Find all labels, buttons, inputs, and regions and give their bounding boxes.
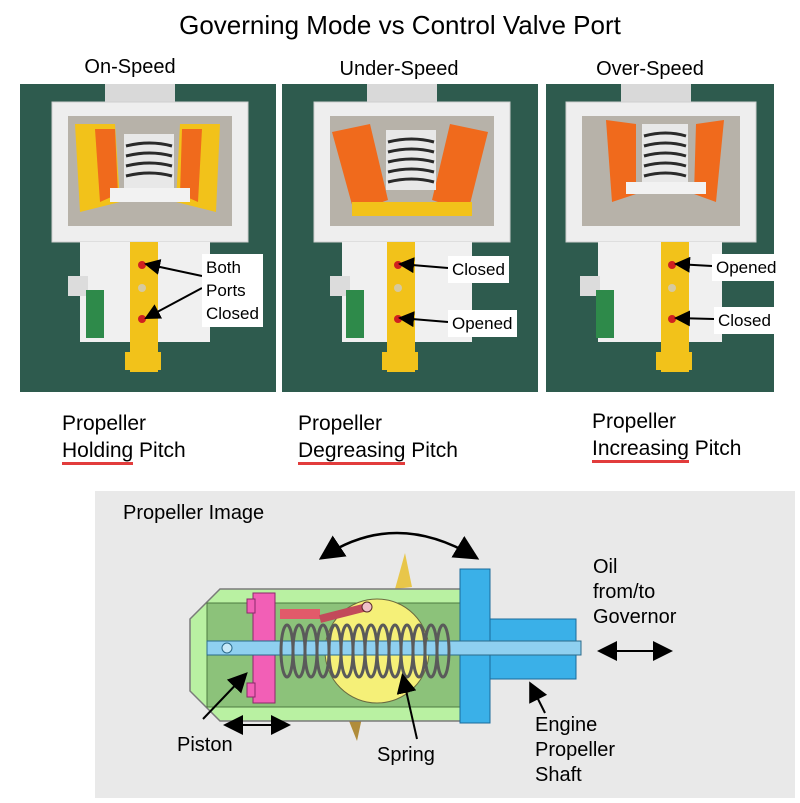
callout-over-speed-closed: Closed (714, 307, 775, 334)
caption-suffix: Pitch (405, 439, 458, 462)
mode-label-under-speed: Under-Speed (339, 58, 459, 80)
caption-keyword: Increasing (592, 437, 689, 463)
callout-both-ports-closed: Both Ports Closed (202, 254, 263, 327)
caption-suffix: Pitch (133, 439, 186, 462)
mode-label-over-speed: Over-Speed (596, 58, 704, 80)
diagram-title: Propeller Image (123, 502, 265, 524)
caption-line1: Propeller (62, 412, 147, 435)
page-title: Governing Mode vs Control Valve Port (179, 10, 621, 40)
callout-over-speed-opened: Opened (712, 254, 781, 281)
caption-keyword: Degreasing (298, 439, 406, 465)
propeller-diagram (189, 531, 673, 741)
caption-line1: Propeller (592, 410, 677, 433)
caption-keyword: Holding (62, 439, 134, 465)
spring-label: Spring (377, 744, 435, 766)
engine-propeller-shaft-label: Engine Propeller Shaft (535, 714, 616, 786)
mode-label-on-speed: On-Speed (84, 56, 176, 78)
governor-photo-on-speed (20, 84, 276, 392)
propeller-image-panel: Propeller Image Oil from/to Governor Pis… (95, 491, 795, 798)
caption-on-speed: Propeller Holding Pitch (62, 410, 186, 465)
caption-under-speed: Propeller Degreasing Pitch (298, 410, 458, 465)
oil-label: Oil from/to Governor (593, 556, 677, 628)
caption-suffix: Pitch (688, 437, 742, 460)
piston-label: Piston (177, 734, 233, 756)
callout-under-speed-opened: Opened (448, 310, 517, 337)
callout-under-speed-closed: Closed (448, 256, 509, 283)
governor-photo-over-speed (546, 84, 774, 392)
caption-over-speed: Propeller Increasing Pitch (592, 408, 742, 463)
caption-line1: Propeller (298, 412, 383, 435)
